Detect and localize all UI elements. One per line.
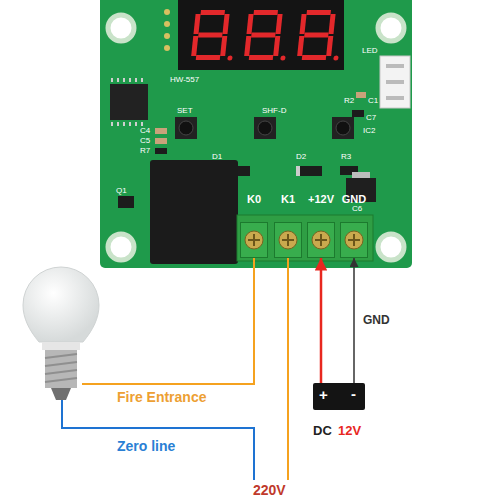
silkscreen-label: IC2 (363, 126, 375, 135)
smd-part (356, 92, 366, 98)
button-cap (179, 121, 193, 135)
screw-head (245, 231, 263, 249)
push-button (175, 117, 197, 139)
terminal-screw (341, 223, 367, 257)
regulator-tab (352, 172, 370, 178)
silkscreen-label: R3 (341, 152, 351, 161)
screw-slot (282, 234, 294, 246)
diode (296, 166, 322, 176)
diode-end (296, 166, 300, 176)
terminal-label: GND (342, 193, 366, 205)
connector-pin (386, 80, 404, 84)
smd-part (155, 128, 167, 134)
bulb-tip (51, 388, 71, 400)
terminal-label: K1 (281, 193, 295, 205)
button-cap (336, 121, 350, 135)
header-pin (164, 33, 170, 39)
ic-chip (110, 84, 148, 120)
screw-terminal: K1 (274, 222, 302, 258)
battery-label: DC (313, 423, 332, 438)
mounting-hole (108, 234, 134, 260)
screw-slot (348, 234, 360, 246)
power-wire (353, 258, 355, 383)
terminal-block (237, 215, 373, 261)
silkscreen-label: C5 (140, 136, 150, 145)
live-wire (82, 258, 254, 384)
battery-label: - (351, 385, 356, 402)
push-button (254, 117, 276, 139)
button-cap (258, 121, 272, 135)
power-wire (320, 258, 323, 383)
screw-terminal: GND (340, 222, 368, 258)
silkscreen-label: HW-557 (170, 75, 199, 84)
wire-label: GND (363, 313, 390, 327)
silkscreen-label: D2 (296, 152, 306, 161)
bulb-collar (42, 342, 80, 350)
push-button (332, 117, 354, 139)
display-digit (191, 10, 238, 61)
connector-pin (386, 64, 404, 68)
screw-head (345, 231, 363, 249)
smd-part (155, 148, 167, 154)
wire-label: Fire Entrance (117, 389, 206, 405)
silkscreen-label: SHF-D (262, 106, 286, 115)
display-digit (244, 10, 291, 61)
smd-part (352, 110, 364, 117)
silkscreen-label: LED (362, 46, 378, 55)
silkscreen-label: Q1 (116, 186, 127, 195)
screw-head (279, 231, 297, 249)
screw-slot (315, 234, 327, 246)
bulb-glass (23, 267, 99, 342)
ic-pins (112, 78, 142, 126)
pcb-board (100, 0, 412, 268)
screw-terminal: K0 (240, 222, 268, 258)
battery-label: + (319, 386, 328, 403)
battery-label: 12V (338, 423, 361, 438)
bulb-thread (45, 354, 77, 382)
terminal-screw (241, 223, 267, 257)
silkscreen-label: C7 (366, 113, 376, 122)
header-pin (164, 21, 170, 27)
silkscreen-label: SET (177, 106, 193, 115)
mounting-hole (378, 234, 404, 260)
dc-battery: +-DC12V (313, 383, 365, 410)
wire-label: Zero line (117, 438, 175, 454)
silkscreen-label: C6 (352, 204, 362, 213)
bulb-base (45, 350, 77, 388)
silkscreen-label: C1 (368, 96, 378, 105)
terminal-screw (275, 223, 301, 257)
silkscreen-label: R2 (344, 96, 354, 105)
wire-label: 220V (253, 482, 286, 498)
sensor-connector (380, 56, 410, 108)
header-pin (164, 9, 170, 15)
terminal-screw (308, 223, 334, 257)
screw-terminal: +12V (307, 222, 335, 258)
silkscreen-label: C4 (140, 126, 150, 135)
silkscreen-label: R7 (140, 146, 150, 155)
screw-slot (248, 234, 260, 246)
smd-part (155, 138, 167, 144)
neutral-wire (62, 400, 254, 480)
connector-pin (386, 96, 404, 100)
transistor (118, 196, 134, 208)
terminal-label: +12V (308, 193, 334, 205)
header-pin (164, 45, 170, 51)
mounting-hole (108, 15, 134, 41)
display-digit (297, 10, 344, 61)
led-display (178, 0, 344, 70)
mounting-hole (378, 15, 404, 41)
relay (150, 160, 238, 264)
terminal-label: K0 (247, 193, 261, 205)
silkscreen-label: D1 (212, 152, 222, 161)
screw-head (312, 231, 330, 249)
live-wire (287, 258, 289, 480)
